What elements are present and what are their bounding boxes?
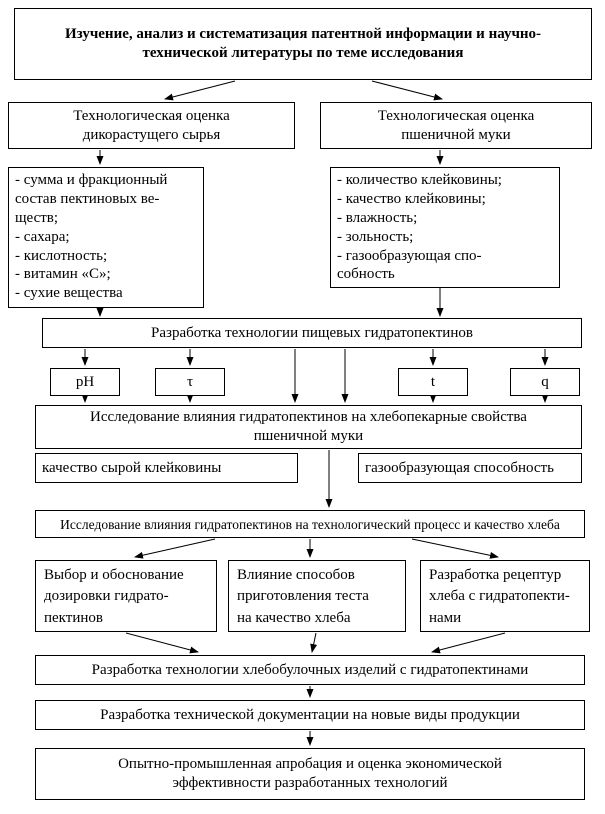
quality-gluten-box: качество сырой клейковины: [35, 453, 298, 483]
eval-flour-box: Технологическая оценка пшеничной муки: [320, 102, 592, 149]
factor-tau-box: τ: [155, 368, 225, 396]
recipes-box: Разработка рецептур хлеба с гидратопекти…: [420, 560, 590, 632]
eval-wild-box: Технологическая оценка дикорастущего сыр…: [8, 102, 295, 149]
gas-ability-box: газообразующая способность: [358, 453, 582, 483]
wild-params-box: - сумма и фракционный состав пектиновых …: [8, 167, 204, 308]
pilot-box: Опытно-промышленная апробация и оценка э…: [35, 748, 585, 800]
factor-t-box: t: [398, 368, 468, 396]
dosage-box: Выбор и обоснование дозировки гидрато- п…: [35, 560, 217, 632]
factor-q-box: q: [510, 368, 580, 396]
flour-params-box: - количество клейковины; - качество клей…: [330, 167, 560, 288]
research-baking-box: Исследование влияния гидратопектинов на …: [35, 405, 582, 449]
research-process-box: Исследование влияния гидратопектинов на …: [35, 510, 585, 538]
dev-bakery-box: Разработка технологии хлебобулочных изде…: [35, 655, 585, 685]
dev-hydropectins-box: Разработка технологии пищевых гидратопек…: [42, 318, 582, 348]
methods-box: Влияние способов приготовления теста на …: [228, 560, 406, 632]
title-box: Изучение, анализ и систематизация патент…: [14, 8, 592, 80]
factor-ph-box: pH: [50, 368, 120, 396]
dev-docs-box: Разработка технической документации на н…: [35, 700, 585, 730]
